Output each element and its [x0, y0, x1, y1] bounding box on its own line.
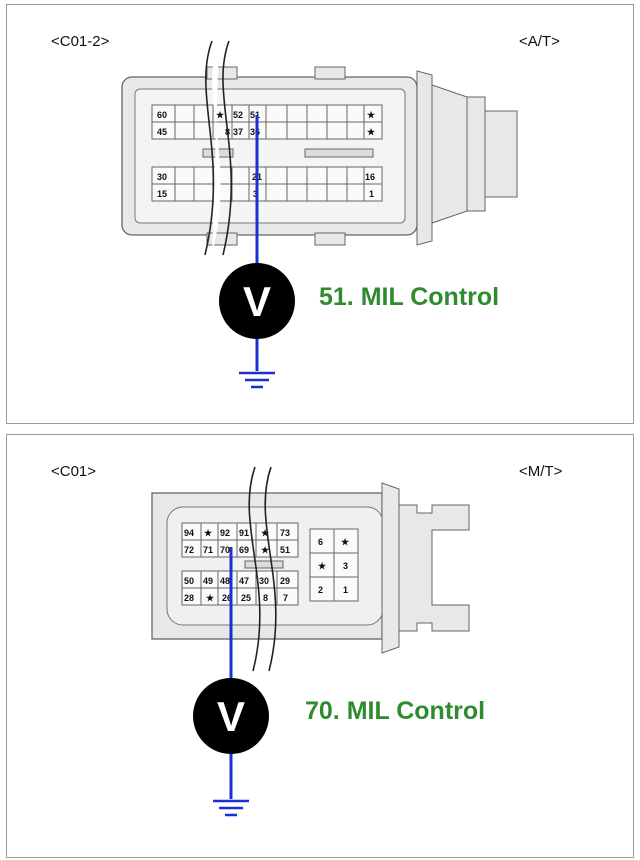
pin-label: 48: [220, 576, 230, 586]
ground-icon: [239, 371, 275, 389]
pin-grid-lower: [151, 166, 383, 202]
transmission-label: <A/T>: [519, 33, 560, 50]
connector-id-label: <C01>: [51, 463, 97, 480]
pin-label: 8: [263, 593, 268, 603]
pin-label: 69: [239, 545, 249, 555]
pin-label: 92: [220, 528, 230, 538]
pin-label: 29: [280, 576, 290, 586]
pin-label: ★: [341, 537, 350, 547]
pin-label: 15: [157, 189, 167, 199]
pin-label: 70: [220, 545, 230, 555]
pin-label: 51: [280, 545, 290, 555]
connector-diagram-c01: 94 ★ 92 91 ★ 73 72 71 70 69 ★ 51 50 49 4…: [151, 466, 470, 817]
pin-label: 28: [184, 593, 194, 603]
pin-grid-side: [309, 528, 359, 602]
pin-label: 1: [369, 189, 374, 199]
pin-label: 71: [203, 545, 213, 555]
harness-break-mark: [248, 466, 277, 672]
transmission-label: <M/T>: [519, 463, 563, 480]
pin-label: 91: [239, 528, 249, 538]
pin-label: 52: [233, 110, 243, 120]
pin-label: ★: [367, 110, 376, 120]
pin-caption: 70. MIL Control: [305, 697, 486, 725]
pin-label: 37: [233, 127, 243, 137]
pin-label: ★: [206, 593, 215, 603]
ground-icon: [213, 799, 249, 817]
pin-label: ★: [318, 561, 327, 571]
pin-grid-main: [181, 522, 299, 606]
pin-label: 1: [343, 585, 348, 595]
pin-label: ★: [261, 545, 270, 555]
pin-label: 30: [259, 576, 269, 586]
pin-label: 16: [365, 172, 375, 182]
meter-symbol: V: [243, 278, 271, 325]
pin-label: 3: [343, 561, 348, 571]
pin-label: ★: [261, 528, 270, 538]
pin-label: 60: [157, 110, 167, 120]
pin-label: 26: [222, 593, 232, 603]
pin-label: 6: [318, 537, 323, 547]
pin-label: 47: [239, 576, 249, 586]
pin-label: ★: [204, 528, 213, 538]
pin-label: 36: [250, 127, 260, 137]
pin-label: 51: [250, 110, 260, 120]
pin-label: 7: [283, 593, 288, 603]
connector-diagram-c01-2: 60 ★ 52 51 ★ 45 8 37 36 ★ 30 21 16 15 3 …: [121, 40, 518, 389]
pin-grid-upper: [151, 104, 383, 158]
pin-label: 94: [184, 528, 194, 538]
meter-symbol: V: [217, 693, 245, 740]
pin-label: 73: [280, 528, 290, 538]
panel-c01-2: <C01-2> <A/T>: [6, 4, 634, 424]
pin-label: 30: [157, 172, 167, 182]
harness-break-mark: [204, 40, 233, 256]
pin-label: 49: [203, 576, 213, 586]
pin-caption: 51. MIL Control: [319, 283, 500, 311]
pin-label: ★: [216, 110, 225, 120]
pin-label: 2: [318, 585, 323, 595]
pin-label: 45: [157, 127, 167, 137]
pin-label: 72: [184, 545, 194, 555]
panel-c01: <C01> <M/T>: [6, 434, 634, 858]
voltmeter-icon: V: [219, 263, 295, 339]
connector-id-label: <C01-2>: [51, 33, 110, 50]
pin-label: ★: [367, 127, 376, 137]
pin-label: 25: [241, 593, 251, 603]
voltmeter-icon: V: [193, 678, 269, 754]
pin-label: 50: [184, 576, 194, 586]
